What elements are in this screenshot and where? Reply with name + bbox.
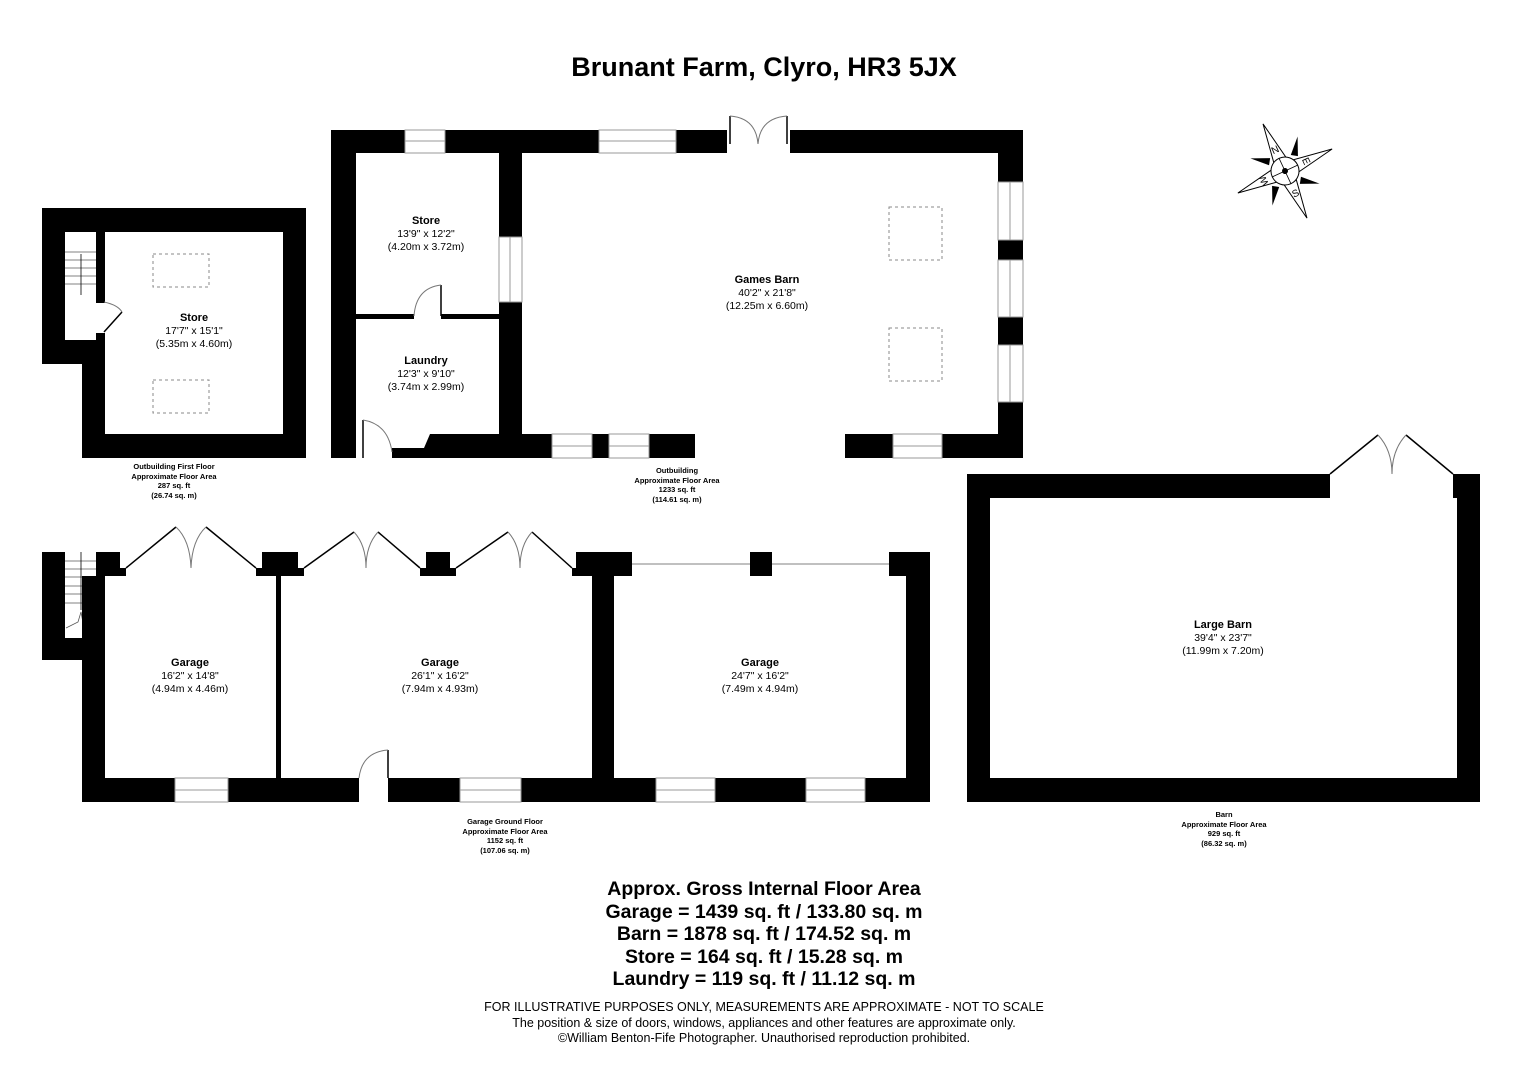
room-dimensions-imperial: 17'7" x 15'1" <box>165 325 223 337</box>
barn-plan <box>967 434 1480 802</box>
room-name: Garage <box>421 657 459 669</box>
room-name: Garage <box>171 657 209 669</box>
door-icon <box>358 749 389 779</box>
folding-door-icon <box>455 531 573 569</box>
room-dimensions-metric: (3.74m x 2.99m) <box>387 381 465 393</box>
room-dimensions-imperial: 26'1" x 16'2" <box>411 670 469 682</box>
floor-area-caption: Approximate Floor Area <box>1181 819 1267 829</box>
floor-name: Garage Ground Floor <box>467 817 543 826</box>
room-large-barn: Large Barn 39'4" x 23'7" (11.99m x 7.20m… <box>1153 619 1293 658</box>
floor-area-label-outbuilding-first-floor: Outbuilding First Floor Approximate Floo… <box>104 462 244 500</box>
floor-area-caption: Approximate Floor Area <box>462 826 548 836</box>
room-dimensions-metric: (4.20m x 3.72m) <box>387 241 465 253</box>
floor-area-sqm: (86.32 sq. m) <box>1201 838 1247 848</box>
floor-area-caption: Approximate Floor Area <box>634 475 720 485</box>
compass-rose-icon: N E S W <box>1237 123 1333 219</box>
room-dimensions-imperial: 39'4" x 23'7" <box>1194 632 1252 644</box>
room-dimensions-metric: (5.35m x 4.60m) <box>155 338 233 350</box>
floor-area-sqft: 929 sq. ft <box>1207 829 1241 838</box>
svg-text:E: E <box>1299 156 1312 167</box>
summary-line-laundry: Laundry = 119 sq. ft / 11.12 sq. m <box>612 968 916 990</box>
floor-area-sqft: 287 sq. ft <box>157 481 191 490</box>
plan-title: Brunant Farm, Clyro, HR3 5JX <box>571 52 957 82</box>
floor-area-sqm: (114.61 sq. m) <box>652 494 702 504</box>
room-garage-3: Garage 24'7" x 16'2" (7.49m x 4.94m) <box>700 657 820 696</box>
outbuilding-plan <box>331 115 1024 459</box>
floor-area-caption: Approximate Floor Area <box>131 471 217 481</box>
floor-area-sqm: (107.06 sq. m) <box>480 845 530 855</box>
room-dimensions-metric: (12.25m x 6.60m) <box>725 300 809 312</box>
summary-line-barn: Barn = 1878 sq. ft / 174.52 sq. m <box>616 923 912 945</box>
floor-area-sqft: 1233 sq. ft <box>658 485 696 494</box>
room-name: Garage <box>741 657 779 669</box>
disclaimer: FOR ILLUSTRATIVE PURPOSES ONLY, MEASUREM… <box>0 1000 1528 1047</box>
room-dimensions-metric: (7.49m x 4.94m) <box>721 683 799 695</box>
room-dimensions-metric: (4.94m x 4.46m) <box>151 683 229 695</box>
room-store: Store 13'9" x 12'2" (4.20m x 3.72m) <box>366 215 486 254</box>
room-garage-2: Garage 26'1" x 16'2" (7.94m x 4.93m) <box>380 657 500 696</box>
room-name: Large Barn <box>1193 619 1253 631</box>
floor-area-label-garage-ground-floor: Garage Ground Floor Approximate Floor Ar… <box>435 817 575 855</box>
room-dimensions-imperial: 12'3" x 9'10" <box>397 368 455 380</box>
floor-area-label-outbuilding: Outbuilding Approximate Floor Area 1233 … <box>607 466 747 504</box>
room-laundry: Laundry 12'3" x 9'10" (3.74m x 2.99m) <box>366 355 486 394</box>
gross-internal-area-summary: Approx. Gross Internal Floor Area Garage… <box>0 878 1528 991</box>
room-name: Store <box>179 312 209 324</box>
room-store-first-floor: Store 17'7" x 15'1" (5.35m x 4.60m) <box>134 312 254 351</box>
floor-name: Outbuilding <box>655 466 699 475</box>
room-dimensions-metric: (7.94m x 4.93m) <box>401 683 479 695</box>
room-dimensions-imperial: 24'7" x 16'2" <box>731 670 789 682</box>
room-dimensions-imperial: 13'9" x 12'2" <box>397 228 455 240</box>
disclaimer-line: The position & size of doors, windows, a… <box>512 1015 1016 1030</box>
floor-area-sqft: 1152 sq. ft <box>486 836 524 845</box>
room-games-barn: Games Barn 40'2" x 21'8" (12.25m x 6.60m… <box>697 274 837 313</box>
door-icon <box>362 419 393 458</box>
summary-heading: Approx. Gross Internal Floor Area <box>607 878 921 900</box>
outbuilding-first-floor-plan <box>42 208 306 458</box>
room-dimensions-imperial: 16'2" x 14'8" <box>161 670 219 682</box>
folding-door-icon <box>303 531 421 569</box>
room-dimensions-imperial: 40'2" x 21'8" <box>738 287 796 299</box>
compass-n: N <box>1270 144 1281 157</box>
double-door-icon <box>1329 434 1454 475</box>
room-garage-1: Garage 16'2" x 14'8" (4.94m x 4.46m) <box>130 657 250 696</box>
room-name: Store <box>411 215 441 227</box>
room-name: Laundry <box>404 355 448 367</box>
svg-text:S: S <box>1290 188 1301 201</box>
garage-ground-floor-plan <box>42 526 930 803</box>
floor-name: Barn <box>1215 810 1233 819</box>
double-door-icon <box>729 115 788 145</box>
stairs-icon <box>65 232 96 296</box>
disclaimer-line: FOR ILLUSTRATIVE PURPOSES ONLY, MEASUREM… <box>484 1000 1044 1014</box>
folding-door-icon <box>125 526 257 569</box>
floor-area-label-barn: Barn Approximate Floor Area 929 sq. ft (… <box>1154 810 1294 848</box>
room-name: Games Barn <box>734 274 800 286</box>
summary-line-garage: Garage = 1439 sq. ft / 133.80 sq. m <box>605 900 923 923</box>
floor-area-sqm: (26.74 sq. m) <box>151 490 197 500</box>
summary-line-store: Store = 164 sq. ft / 15.28 sq. m <box>625 945 903 968</box>
door-icon <box>413 284 442 317</box>
room-dimensions-metric: (11.99m x 7.20m) <box>1182 645 1264 657</box>
floor-name: Outbuilding First Floor <box>133 462 215 471</box>
copyright-line: ©William Benton-Fife Photographer. Unaut… <box>557 1031 971 1045</box>
